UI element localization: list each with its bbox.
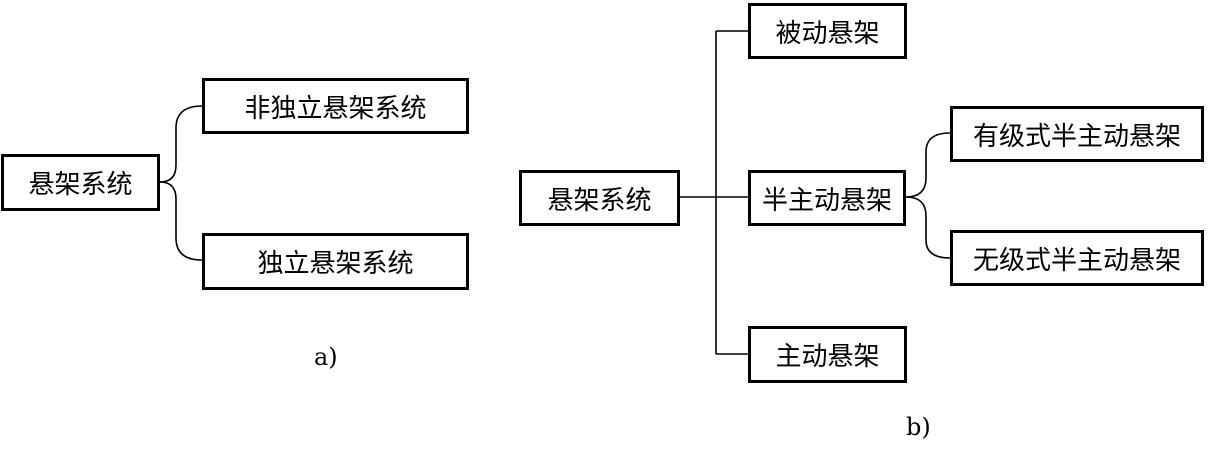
brace-b-lower [905, 196, 951, 259]
caption-a: a) [314, 343, 338, 371]
root-node-b: 悬架系统 [519, 170, 680, 226]
root-node-a: 悬架系统 [1, 154, 160, 211]
brace-a-lower [159, 181, 203, 261]
node-non-independent: 非独立悬架系统 [202, 78, 469, 134]
node-stepless-semi-active: 无级式半主动悬架 [950, 230, 1204, 286]
node-passive: 被动悬架 [748, 3, 907, 59]
node-independent: 独立悬架系统 [202, 233, 469, 290]
node-stepped-semi-active: 有级式半主动悬架 [950, 106, 1204, 162]
node-semi-active: 半主动悬架 [748, 170, 906, 226]
caption-b: b) [906, 413, 931, 441]
brace-b-upper [905, 132, 951, 198]
node-active: 主动悬架 [748, 326, 907, 383]
brace-a [159, 105, 203, 183]
